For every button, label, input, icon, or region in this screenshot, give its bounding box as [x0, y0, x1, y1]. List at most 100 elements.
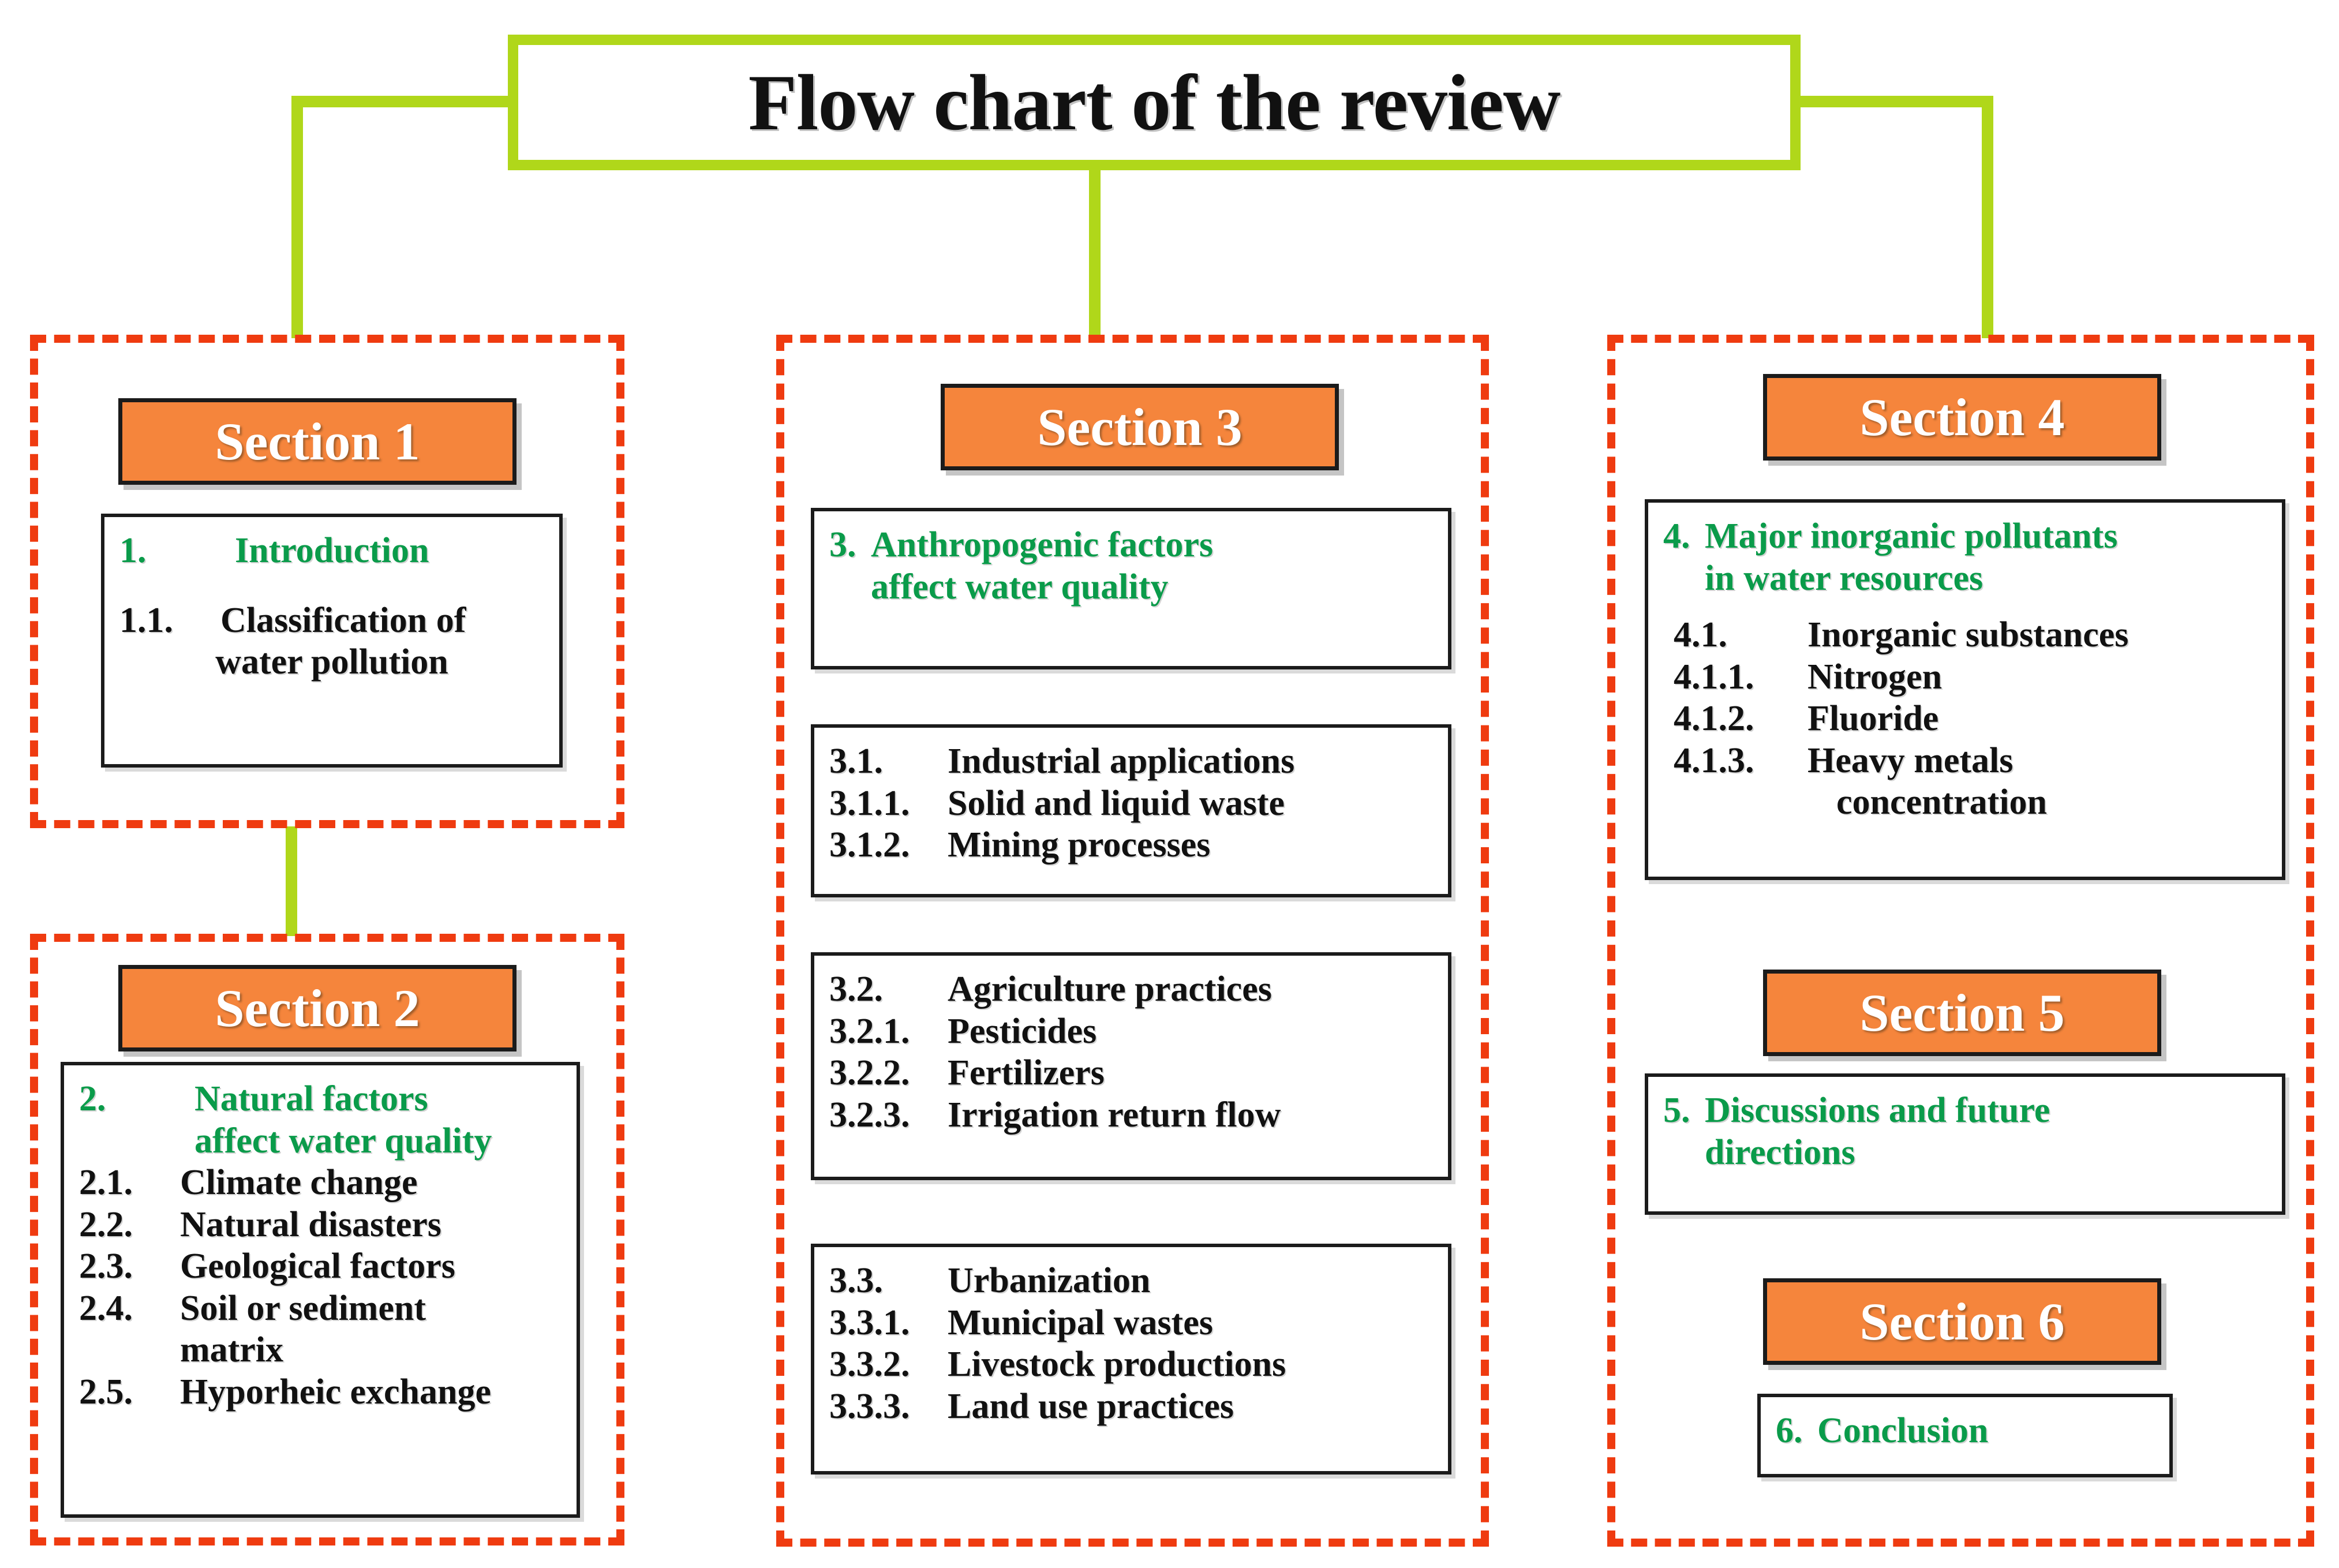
item-text-line2: affect water quality [194, 1121, 492, 1161]
list-item-continuation: in water resources [1663, 557, 2267, 600]
item-text: Urbanization [948, 1261, 1151, 1300]
item-text: Pesticides [948, 1011, 1097, 1051]
item-text-line2: in water resources [1705, 558, 1984, 598]
flowchart-title-box: Flow chart of the review [508, 35, 1801, 170]
spacer [119, 572, 544, 600]
item-number: 3.3.1. [829, 1303, 910, 1342]
list-item: 3.1.1. Solid and liquid waste [829, 783, 1433, 825]
section1-header[interactable]: Section 1 [118, 398, 517, 485]
list-item: 2.2. Natural disasters [79, 1204, 562, 1246]
page-title: Flow chart of the review [748, 58, 1561, 147]
item-text: Solid and liquid waste [948, 783, 1285, 823]
item-text-line2: matrix [180, 1330, 284, 1370]
section2-content-box: 2. Natural factors affect water quality … [61, 1062, 580, 1518]
item-number: 3.3.3. [829, 1386, 910, 1426]
item-number: 1. [119, 531, 147, 570]
list-item-continuation: water pollution [119, 641, 544, 683]
list-item: 4.1. Inorganic substances [1663, 614, 2267, 656]
item-number: 5. [1663, 1091, 1690, 1130]
connector-title-left-horizontal [291, 96, 518, 107]
item-number: 2. [79, 1079, 106, 1118]
item-number: 3.2.2. [829, 1053, 910, 1093]
list-item-continuation: directions [1663, 1132, 2267, 1174]
item-number: 4.1.2. [1674, 699, 1754, 739]
item-number: 3.3. [829, 1261, 883, 1300]
item-text-line2: directions [1705, 1132, 1855, 1172]
item-text-line2: affect water quality [871, 567, 1169, 607]
item-number: 2.4. [79, 1288, 133, 1328]
item-text: Mining processes [948, 825, 1211, 865]
list-item: 4.1.2. Fluoride [1663, 698, 2267, 740]
item-text: Fertilizers [948, 1053, 1105, 1093]
section3-container [776, 335, 1489, 1547]
section3-box-a: 3. Anthropogenic factors affect water qu… [811, 508, 1451, 669]
section5-header[interactable]: Section 5 [1763, 970, 2161, 1056]
item-text-line2: water pollution [215, 642, 448, 682]
item-text: Anthropogenic factors [871, 525, 1213, 564]
item-text: Heavy metals [1807, 740, 2014, 780]
list-item: 3.3.3. Land use practices [829, 1386, 1433, 1428]
item-text: Agriculture practices [948, 970, 1272, 1009]
list-item: 3.1.2. Mining processes [829, 824, 1433, 866]
section1-container [30, 335, 624, 828]
list-item: 2.1. Climate change [79, 1162, 562, 1204]
item-text: Irrigation return flow [948, 1095, 1281, 1135]
connector-title-left-vertical [291, 96, 303, 338]
list-item: 2.5. Hyporheic exchange [79, 1371, 562, 1413]
item-text: Introduction [235, 531, 429, 570]
section2-container [30, 934, 624, 1545]
item-text: Inorganic substances [1807, 615, 2129, 655]
section1-content-box: 1. Introduction 1.1. Classification of w… [101, 514, 563, 768]
item-number: 3.1. [829, 742, 883, 781]
section6-content-box: 6. Conclusion [1757, 1394, 2173, 1477]
connector-section1-to-section2 [286, 826, 297, 936]
section4-header[interactable]: Section 4 [1763, 374, 2161, 461]
list-item: 4. Major inorganic pollutants [1663, 515, 2267, 557]
item-number: 3.1.1. [829, 783, 910, 823]
list-item: 3.2.3. Irrigation return flow [829, 1094, 1433, 1136]
item-number: 1.1. [119, 600, 173, 640]
list-item: 2. Natural factors [79, 1078, 562, 1120]
item-number: 4. [1663, 517, 1690, 556]
list-item: 2.4. Soil or sediment [79, 1288, 562, 1330]
section1-header-label: Section 1 [215, 412, 420, 471]
spacer [1663, 599, 2267, 614]
list-item: 5. Discussions and future [1663, 1090, 2267, 1132]
list-item-continuation: matrix [79, 1329, 562, 1371]
list-item: 4.1.3. Heavy metals [1663, 740, 2267, 782]
list-item: 3.1. Industrial applications [829, 740, 1433, 783]
section2-header-label: Section 2 [215, 979, 420, 1038]
list-item: 3.3.1. Municipal wastes [829, 1302, 1433, 1344]
section4-container [1607, 335, 2314, 1547]
list-item: 4.1.1. Nitrogen [1663, 656, 2267, 698]
list-item: 3.2. Agriculture practices [829, 968, 1433, 1011]
item-text: Industrial applications [948, 742, 1295, 781]
section3-box-c: 3.2. Agriculture practices 3.2.1. Pestic… [811, 952, 1451, 1180]
item-text: Natural factors [194, 1079, 428, 1118]
item-number: 3.1.2. [829, 825, 910, 865]
connector-title-middle-vertical [1089, 166, 1101, 338]
item-number: 2.3. [79, 1247, 133, 1286]
section3-box-b: 3.1. Industrial applications 3.1.1. Soli… [811, 724, 1451, 897]
section3-header-label: Section 3 [1037, 398, 1243, 456]
item-number: 3.2.1. [829, 1011, 910, 1051]
section3-box-d: 3.3. Urbanization 3.3.1. Municipal waste… [811, 1244, 1451, 1475]
list-item: 3.2.1. Pesticides [829, 1011, 1433, 1053]
list-item: 6. Conclusion [1776, 1410, 2154, 1452]
section2-header[interactable]: Section 2 [118, 965, 517, 1051]
section3-header[interactable]: Section 3 [941, 384, 1339, 470]
item-text: Nitrogen [1807, 657, 1943, 697]
item-number: 2.5. [79, 1372, 133, 1412]
item-number: 4.1. [1674, 615, 1727, 655]
list-item-continuation: affect water quality [79, 1120, 562, 1162]
list-item: 3. Anthropogenic factors [829, 524, 1433, 566]
item-text: Discussions and future [1705, 1091, 2050, 1130]
section6-header[interactable]: Section 6 [1763, 1278, 2161, 1365]
item-text: Classification of [220, 600, 466, 640]
item-text: Soil or sediment [180, 1288, 426, 1328]
item-number: 2.1. [79, 1163, 133, 1203]
item-number: 4.1.3. [1674, 740, 1754, 780]
list-item-continuation: affect water quality [829, 566, 1433, 608]
item-text: Hyporheic exchange [180, 1372, 491, 1412]
